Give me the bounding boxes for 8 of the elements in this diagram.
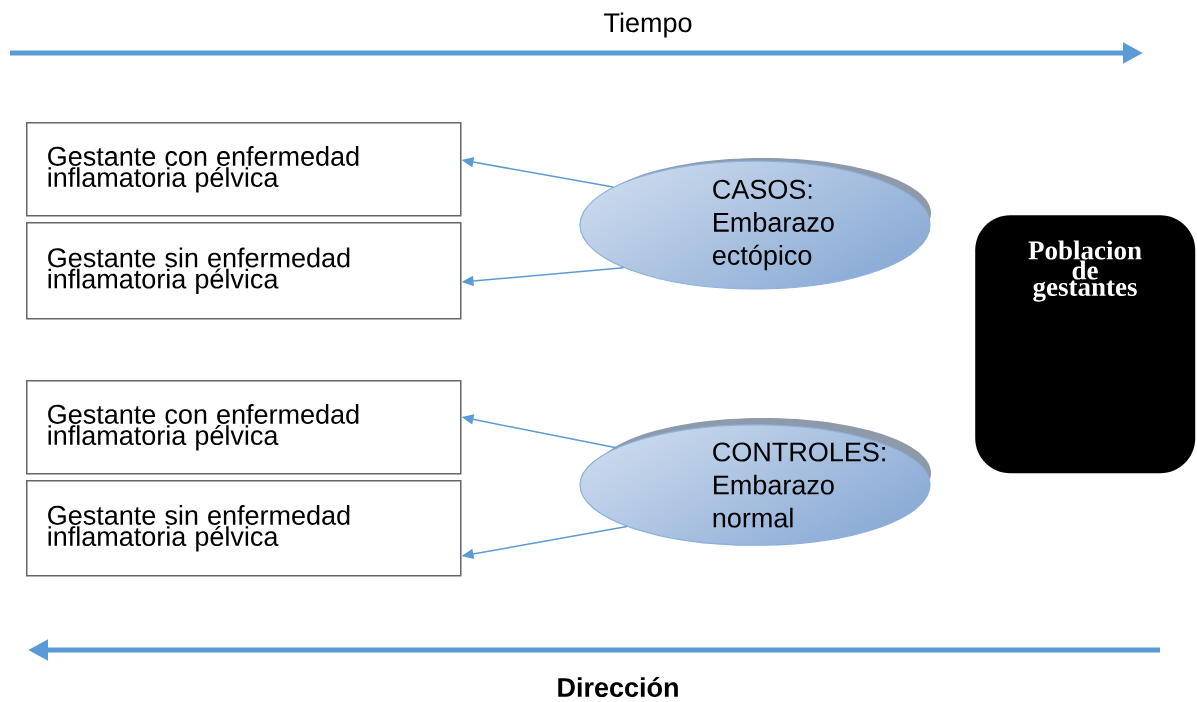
text-box: Gestante sin enfermedad inflamatoria pélvica	[26, 480, 462, 577]
axis-label: Dirección	[558, 676, 678, 698]
text-box: Gestante sin enfermedad inflamatoria pélvica	[26, 222, 462, 320]
rounded-box: Poblacion de gestantes	[975, 215, 1196, 474]
oval: CONTROLES: Embarazo normal	[579, 418, 931, 546]
text-box: Gestante con enfermedad inflamatoria pélvica	[26, 122, 462, 217]
text-box: Gestante con enfermedad inflamatoria pélvica	[26, 380, 462, 475]
axis-label: Tiempo	[604, 12, 692, 38]
